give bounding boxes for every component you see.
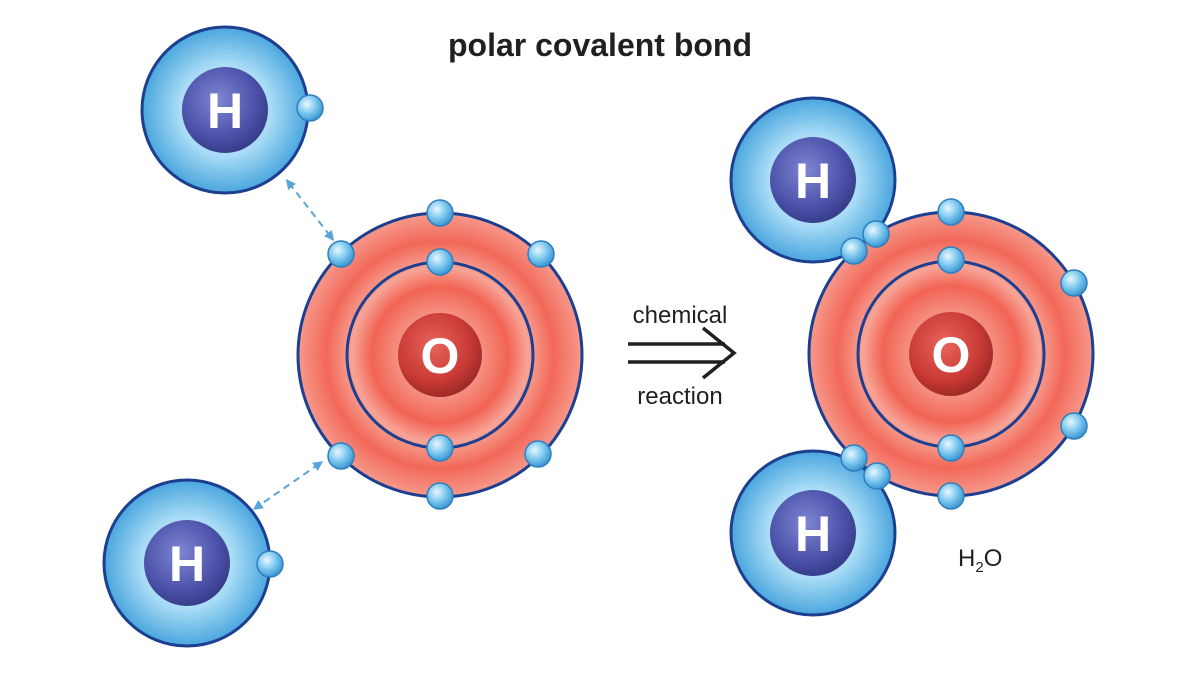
shared-electron <box>862 220 890 248</box>
reaction-arrow-group: chemical reaction <box>628 302 737 410</box>
oxygen-symbol: O <box>932 327 971 383</box>
hydrogen-atom-bottom-right: H <box>729 449 897 617</box>
electron <box>937 246 965 274</box>
electron <box>937 198 965 226</box>
electron <box>937 482 965 510</box>
hydrogen-atom-top-right: H <box>729 96 897 264</box>
electron <box>426 248 454 276</box>
hydrogen-nucleus <box>144 520 230 606</box>
formula-element-hydrogen: H <box>958 545 975 572</box>
hydrogen-symbol: H <box>169 536 205 592</box>
oxygen-atom-left: O <box>296 199 584 510</box>
hydrogen-atom-bottom-left: H <box>102 478 284 648</box>
shared-electron <box>863 462 891 490</box>
oxygen-atom-right: O <box>807 198 1095 510</box>
electron <box>426 434 454 462</box>
electron <box>426 482 454 510</box>
product-formula: H2O <box>958 545 1002 576</box>
shared-electron <box>840 237 868 265</box>
formula-subscript: 2 <box>975 559 983 576</box>
diagram-title: polar covalent bond <box>448 27 752 63</box>
oxygen-symbol: O <box>421 328 460 384</box>
electron <box>256 550 284 578</box>
electron <box>1060 412 1088 440</box>
reaction-label-top: chemical <box>633 302 728 329</box>
oxygen-nucleus <box>398 313 482 397</box>
reaction-label-bottom: reaction <box>637 383 722 410</box>
electron <box>296 94 324 122</box>
shared-electron <box>840 444 868 472</box>
hydrogen-atom-top-left: H <box>140 25 324 195</box>
electron <box>937 434 965 462</box>
bond-approach-arrow-top <box>285 179 335 241</box>
hydrogen-symbol: H <box>207 83 243 139</box>
electron <box>327 442 355 470</box>
hydrogen-symbol: H <box>795 506 831 562</box>
hydrogen-symbol: H <box>795 153 831 209</box>
electron <box>524 440 552 468</box>
electron <box>327 240 355 268</box>
hydrogen-nucleus <box>182 67 268 153</box>
hydrogen-nucleus <box>770 137 856 223</box>
electron <box>527 240 555 268</box>
oxygen-nucleus <box>909 312 993 396</box>
electron <box>426 199 454 227</box>
bond-approach-arrow-bottom <box>252 461 324 510</box>
double-arrow-icon <box>628 326 737 380</box>
electron <box>1060 269 1088 297</box>
hydrogen-nucleus <box>770 490 856 576</box>
formula-element-oxygen: O <box>984 545 1003 572</box>
